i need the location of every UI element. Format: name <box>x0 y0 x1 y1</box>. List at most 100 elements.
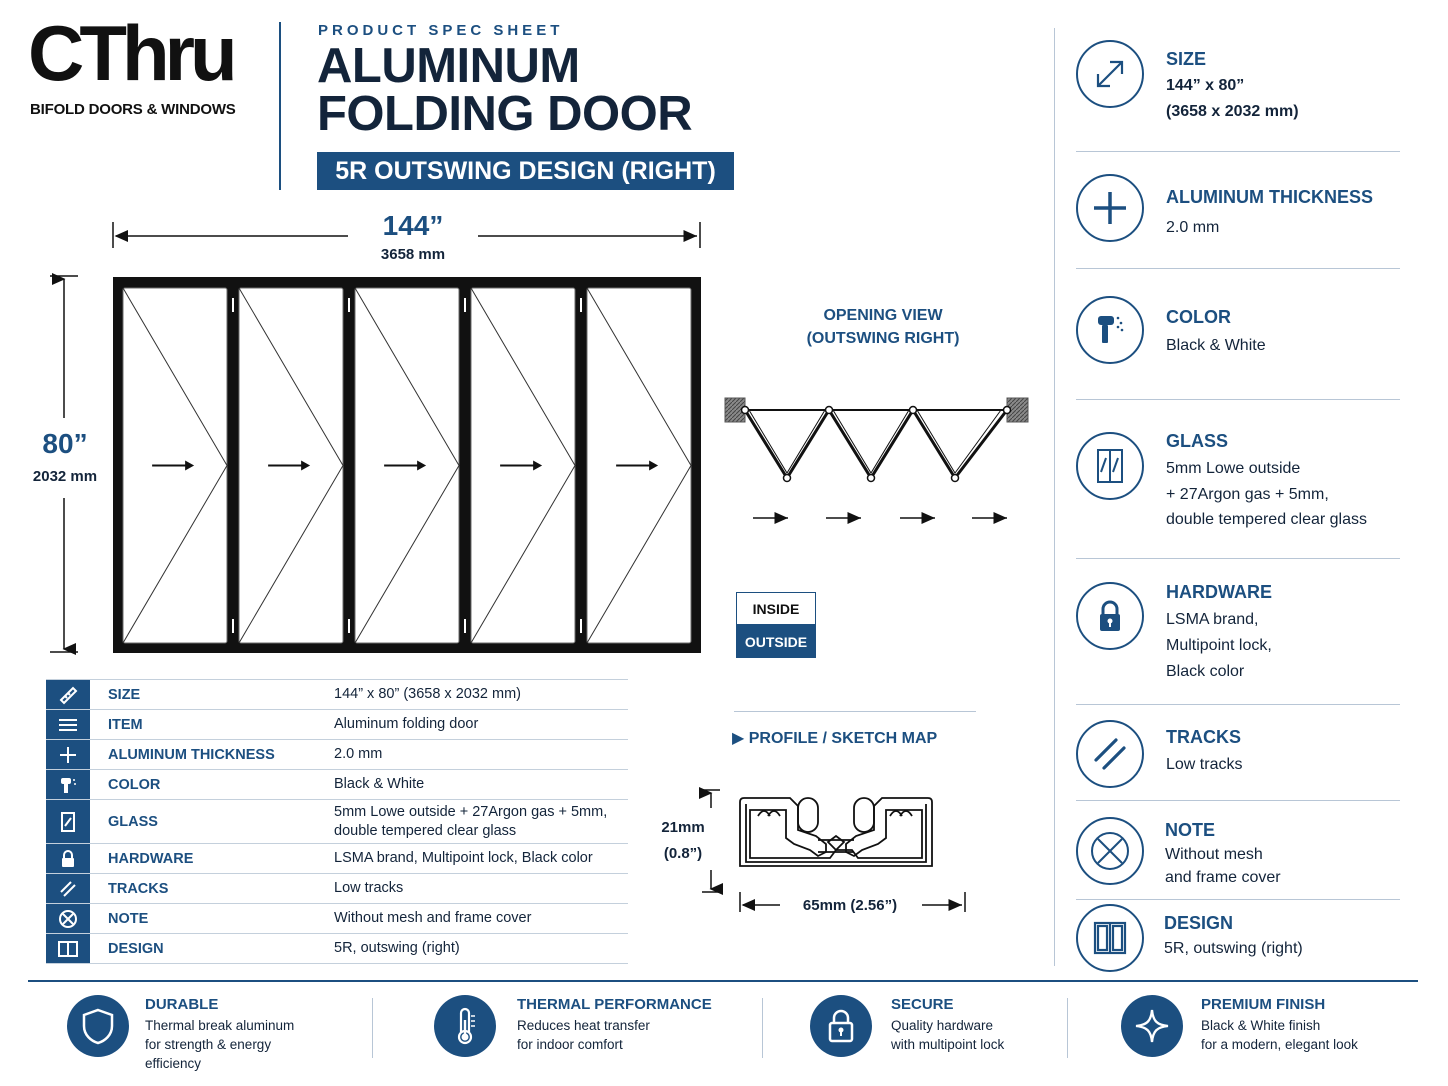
feature-premium-line-2: for a modern, elegant look <box>1201 1037 1358 1052</box>
legend-outside: OUTSIDE <box>736 625 816 658</box>
table-row: HARDWARE LSMA brand, Multipoint lock, Bl… <box>46 844 628 874</box>
door-elevation-drawing <box>50 222 701 655</box>
right-design-heading: DESIGN <box>1164 913 1234 933</box>
row-label: SIZE <box>108 686 141 703</box>
sparkle-icon <box>1121 995 1183 1057</box>
right-tracks-heading: TRACKS <box>1166 727 1241 747</box>
right-tracks-line-1: Low tracks <box>1166 756 1243 773</box>
right-separator <box>1076 399 1400 400</box>
profile-height-label: 21mm (0.8”) <box>650 815 716 867</box>
feature-durable-heading: DURABLE <box>145 996 219 1013</box>
right-glass-line-3: double tempered clear glass <box>1166 511 1368 528</box>
feature-premium-line-1: Black & White finish <box>1201 1018 1321 1033</box>
row-value-line-2: double tempered clear glass <box>334 822 517 839</box>
lock-icon <box>46 844 90 873</box>
profile-height-mm: 21mm <box>661 819 705 836</box>
shield-icon <box>67 995 129 1057</box>
panel-arrow-head <box>185 460 195 471</box>
expand-arrows-icon <box>1076 40 1144 108</box>
row-value: 5mm Lowe outside + 27Argon gas + 5mm, do… <box>318 803 628 841</box>
right-hardware-line-3: Black color <box>1166 663 1245 680</box>
title-line-1: ALUMINUM <box>317 39 580 93</box>
no-mesh-icon <box>46 904 90 933</box>
right-column-divider <box>1054 28 1055 966</box>
row-value: Aluminum folding door <box>334 716 479 732</box>
row-label: NOTE <box>108 910 149 927</box>
table-row: NOTE Without mesh and frame cover <box>46 904 628 934</box>
right-glass-heading: GLASS <box>1166 431 1229 451</box>
right-separator <box>1076 151 1400 152</box>
feature-thermal-line-1: Reduces heat transfer <box>517 1018 650 1033</box>
right-color-heading: COLOR <box>1166 307 1231 327</box>
feature-secure-line-1: Quality hardware <box>891 1018 994 1033</box>
right-color-line-1: Black & White <box>1166 337 1266 354</box>
row-value: Black & White <box>334 776 425 792</box>
swing-indicator <box>354 287 460 644</box>
feature-durable-line-3: efficiency <box>145 1056 202 1071</box>
header-divider <box>279 22 281 190</box>
opening-view-title: OPENING VIEW (OUTSWING RIGHT) <box>790 304 976 350</box>
table-row: GLASS 5mm Lowe outside + 27Argon gas + 5… <box>46 800 628 844</box>
height-mm: 2032 mm <box>32 468 98 485</box>
right-design-line-1: 5R, outswing (right) <box>1164 940 1303 957</box>
door-panels-icon <box>46 934 90 963</box>
row-label: GLASS <box>108 813 158 830</box>
right-size-line-2: (3658 x 2032 mm) <box>1166 103 1299 120</box>
feature-thermal-heading: THERMAL PERFORMANCE <box>517 996 712 1013</box>
title-line-2: FOLDING DOOR <box>317 87 693 141</box>
row-label: ITEM <box>108 716 143 733</box>
table-row: ITEM Aluminum folding door <box>46 710 628 740</box>
row-value: 144” x 80” (3658 x 2032 mm) <box>334 686 521 702</box>
right-separator <box>1076 268 1400 269</box>
folded-panels-inner-1 <box>748 409 826 474</box>
brand-logo: CThru <box>28 9 238 97</box>
spec-table: SIZE 144” x 80” (3658 x 2032 mm) ITEM Al… <box>46 679 628 964</box>
right-separator <box>1076 800 1400 801</box>
table-row: ALUMINUM THICKNESS 2.0 mm <box>46 740 628 770</box>
swing-indicator <box>238 287 344 644</box>
swing-indicator <box>586 287 692 644</box>
feature-separator <box>372 998 373 1058</box>
thermometer-icon <box>434 995 496 1057</box>
profile-divider <box>734 711 976 712</box>
table-row: SIZE 144” x 80” (3658 x 2032 mm) <box>46 679 628 710</box>
tracks-icon <box>46 874 90 903</box>
opening-view-diagram <box>724 397 1029 524</box>
row-value: 5R, outswing (right) <box>334 940 460 956</box>
feature-durable-line-1: Thermal break aluminum <box>145 1018 295 1033</box>
lines-icon <box>46 710 90 739</box>
row-label: HARDWARE <box>108 850 194 867</box>
feature-secure-line-2: with multipoint lock <box>891 1037 1005 1052</box>
spec-sheet-label: PRODUCT SPEC SHEET <box>318 22 564 39</box>
right-glass-line-1: 5mm Lowe outside <box>1166 460 1301 477</box>
footer-divider <box>28 980 1418 982</box>
profile-sketch <box>699 787 966 912</box>
swing-indicator <box>470 287 576 644</box>
right-hardware-line-1: LSMA brand, <box>1166 611 1259 628</box>
row-value-line-1: 5mm Lowe outside + 27Argon gas + 5mm, <box>334 803 608 820</box>
table-row: COLOR Black & White <box>46 770 628 800</box>
opening-view-title-line-2: (OUTSWING RIGHT) <box>806 330 960 347</box>
profile-shape <box>739 797 933 867</box>
row-value: Low tracks <box>334 880 404 896</box>
right-note-line-2: and frame cover <box>1165 869 1281 886</box>
right-hardware-heading: HARDWARE <box>1166 582 1272 602</box>
height-inches: 80” <box>22 428 108 460</box>
brand-tagline: BIFOLD DOORS & WINDOWS <box>30 101 236 118</box>
tracks-icon <box>1076 720 1144 788</box>
profile-title: ▶ PROFILE / SKETCH MAP <box>732 730 938 747</box>
right-separator <box>1076 899 1400 900</box>
folded-panels-inner-2 <box>832 409 910 474</box>
plus-icon <box>46 740 90 769</box>
design-subtitle: 5R OUTSWING DESIGN (RIGHT) <box>317 152 734 190</box>
feature-thermal-line-2: for indoor comfort <box>517 1037 623 1052</box>
profile-width-label: 65mm (2.56”) <box>802 897 898 914</box>
padlock-icon <box>1076 582 1144 650</box>
right-thickness-line-1: 2.0 mm <box>1166 219 1220 236</box>
glass-window-icon <box>1076 432 1144 500</box>
padlock-icon <box>810 995 872 1057</box>
panel-arrow-head <box>301 460 311 471</box>
panel-arrow-head <box>649 460 659 471</box>
row-value: LSMA brand, Multipoint lock, Black color <box>334 850 593 866</box>
right-note-line-1: Without mesh <box>1165 846 1263 863</box>
